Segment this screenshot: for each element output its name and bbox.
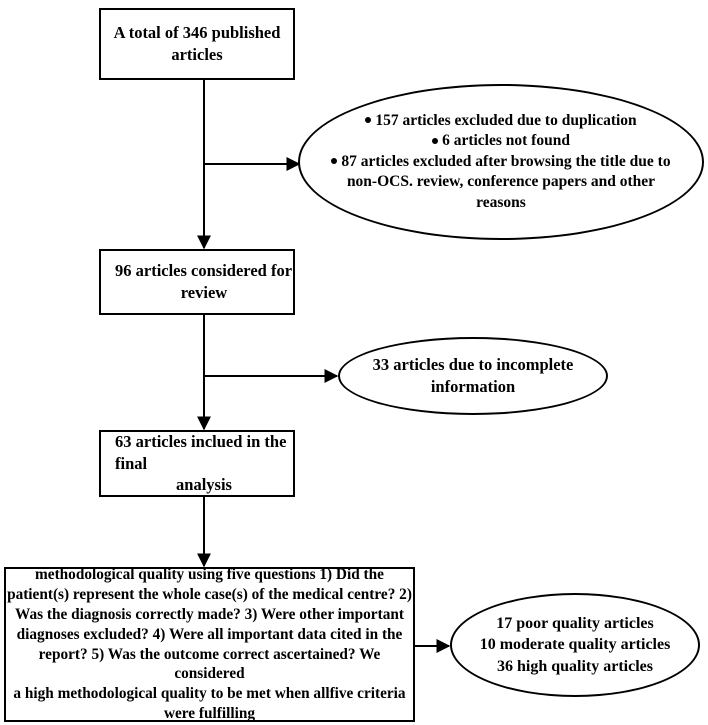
results-line-1: 17 poor quality articles: [496, 615, 654, 633]
exclusion-ellipse-1: 157 articles excluded due to duplication…: [298, 84, 704, 240]
quality-line-1: methodological quality using five questi…: [35, 566, 384, 583]
included-line-1: 63 articles inclued in the final: [115, 431, 287, 473]
bullet-dot-icon: [432, 137, 439, 144]
quality-line-3: Was the diagnosis correctly made? 3) Wer…: [15, 605, 404, 623]
results-line-3: 36 high quality articles: [496, 657, 653, 675]
exclusion1-bullet-1: 157 articles excluded due to duplication: [365, 111, 637, 131]
exclusion1-bullet-3: 87 articles excluded after browsing the …: [331, 152, 671, 172]
quality-line-2: patient(s) represent the whole case(s) o…: [7, 585, 412, 603]
exclusion1-bullet-2: 6 articles not found: [432, 131, 570, 151]
review-box: 96 articles considered for review: [99, 249, 295, 315]
bullet-dot-icon: [331, 157, 338, 164]
start-line-1: A total of 346 published: [113, 23, 281, 43]
quality-line-5: report? 5) Was the outcome correct ascer…: [38, 645, 381, 683]
quality-line-4: diagnoses excluded? 4) Were all importan…: [16, 625, 403, 643]
exclusion-ellipse-2: 33 articles due to incomplete informatio…: [338, 337, 608, 415]
bullet-dot-icon: [365, 117, 372, 124]
quality-box: methodological quality using five questi…: [4, 566, 415, 723]
start-line-2: articles: [171, 45, 223, 64]
exclusion1-continuation-2: reasons: [476, 193, 526, 211]
included-box: 63 articles inclued in the final analysi…: [99, 430, 295, 497]
review-line-1: 96 articles considered for: [115, 261, 293, 281]
start-box: A total of 346 published articles: [99, 8, 295, 80]
quality-line-6: a high methodological quality to be met …: [13, 685, 406, 703]
exclusion2-line-1: 33 articles due to incomplete: [372, 355, 574, 375]
quality-line-7: were fulfilling: [163, 705, 256, 723]
results-line-2: 10 moderate quality articles: [479, 636, 671, 654]
review-line-2: review: [180, 283, 228, 302]
quality-results-ellipse: 17 poor quality articles 10 moderate qua…: [450, 593, 700, 697]
exclusion1-continuation-1: non-OCS. review, conference papers and o…: [346, 173, 656, 191]
included-line-2: analysis: [176, 475, 232, 495]
exclusion2-line-2: information: [430, 377, 516, 396]
